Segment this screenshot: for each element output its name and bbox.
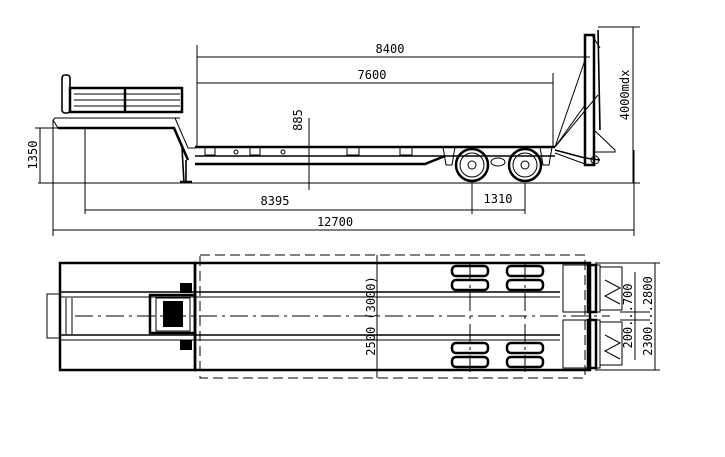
rear-axle-wheels xyxy=(454,147,543,183)
ramps-plan xyxy=(562,263,623,370)
dim-width: 2500 (3000) xyxy=(364,276,378,355)
dim-axle-spacing: 1310 xyxy=(484,192,513,206)
dim-overall-deck: 8400 xyxy=(376,42,405,56)
tires-plan xyxy=(450,262,545,372)
dim-loading-deck: 7600 xyxy=(358,68,387,82)
top-dimensions: 2500 (3000) 200...700 2300...2800 xyxy=(364,255,660,378)
dim-ramp-gap: 200...700 xyxy=(621,283,635,348)
main-deck xyxy=(195,145,555,166)
dim-deck-height: 885 xyxy=(291,109,305,131)
side-view: 8400 7600 885 1350 8395 1310 12700 4000m… xyxy=(26,26,640,236)
rear-ramp xyxy=(554,29,616,167)
gooseneck xyxy=(52,74,195,184)
kingpin-assembly xyxy=(148,283,197,350)
dim-overall-length: 12700 xyxy=(317,215,353,229)
front-hitch xyxy=(46,293,61,339)
dim-ramp-span: 2300...2800 xyxy=(641,276,655,355)
dim-ramp-height: 4000mdx xyxy=(618,70,632,121)
top-view: 2500 (3000) 200...700 2300...2800 xyxy=(46,254,660,379)
side-dimensions: 8400 7600 885 1350 8395 1310 12700 4000m… xyxy=(26,26,640,236)
dim-kingpin-to-axle: 8395 xyxy=(261,194,290,208)
dim-fifth-wheel-height: 1350 xyxy=(26,141,40,170)
